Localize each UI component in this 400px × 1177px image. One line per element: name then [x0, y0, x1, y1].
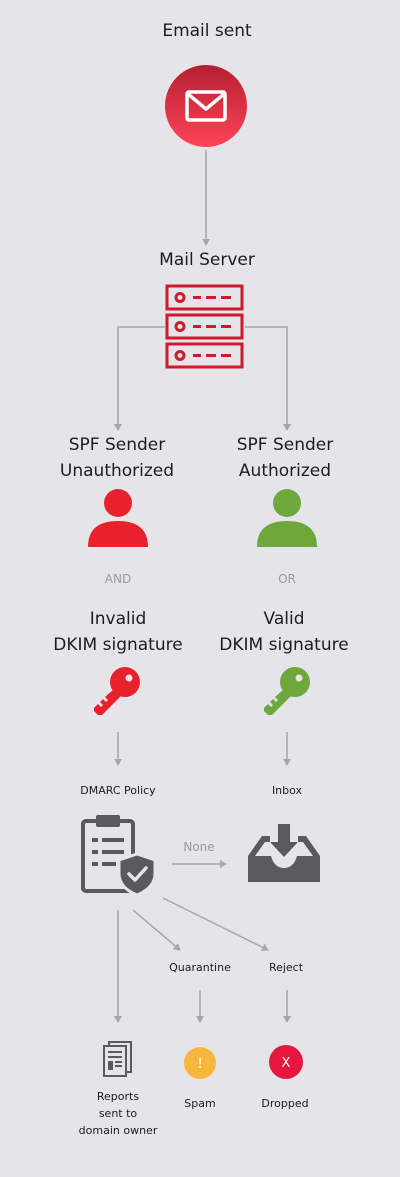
clipboard-shield-icon	[80, 812, 158, 897]
invalid-dkim-line1: Invalid	[89, 609, 147, 629]
inbox-label: Inbox	[271, 784, 303, 797]
unauthorized-user-icon	[86, 488, 150, 548]
or-label: OR	[278, 572, 296, 586]
dropped-symbol: X	[282, 1056, 291, 1071]
reports-line1: Reports	[96, 1090, 140, 1103]
mail-server-label: Mail Server	[159, 250, 255, 270]
reports-line3: domain owner	[78, 1124, 158, 1137]
reject-label: Reject	[268, 961, 304, 974]
inbox-tray-icon	[246, 822, 322, 884]
dropped-label: Dropped	[261, 1097, 309, 1110]
spf-authorized-line2: Authorized	[238, 461, 332, 481]
valid-key-icon	[260, 666, 312, 718]
dmarc-policy-label: DMARC Policy	[80, 784, 156, 797]
envelope-icon	[165, 65, 247, 147]
valid-dkim-label: Valid DKIM signature	[206, 606, 362, 658]
spf-authorized-label: SPF Sender Authorized	[220, 432, 350, 484]
arrow-dmarc-to-quarantine	[132, 909, 181, 951]
spf-unauthorized-line2: Unauthorized	[59, 461, 175, 481]
spam-label: Spam	[184, 1097, 216, 1110]
report-document-icon	[101, 1040, 133, 1078]
arrow-dmarc-to-reject	[162, 897, 269, 951]
valid-dkim-line2: DKIM signature	[219, 635, 349, 655]
quarantine-label: Quarantine	[169, 961, 231, 974]
invalid-dkim-line2: DKIM signature	[53, 635, 183, 655]
spf-unauthorized-line1: SPF Sender	[68, 435, 166, 455]
arrow-server-to-unauthorized	[114, 326, 165, 431]
invalid-key-icon	[90, 666, 142, 718]
valid-dkim-line1: Valid	[263, 609, 305, 629]
invalid-dkim-label: Invalid DKIM signature	[40, 606, 196, 658]
none-label: None	[183, 840, 215, 854]
spf-authorized-line1: SPF Sender	[236, 435, 334, 455]
spam-symbol: !	[197, 1056, 203, 1072]
email-sent-label: Email sent	[162, 21, 252, 41]
spf-unauthorized-label: SPF Sender Unauthorized	[52, 432, 182, 484]
reports-label: Reports sent to domain owner	[64, 1088, 172, 1139]
authorized-user-icon	[255, 488, 319, 548]
dropped-x-icon: X	[268, 1044, 304, 1080]
and-label: AND	[104, 572, 132, 586]
reports-line2: sent to	[98, 1107, 138, 1120]
arrow-server-to-authorized	[245, 326, 291, 431]
server-rack-icon	[164, 283, 246, 369]
spam-warning-icon: !	[183, 1046, 217, 1080]
